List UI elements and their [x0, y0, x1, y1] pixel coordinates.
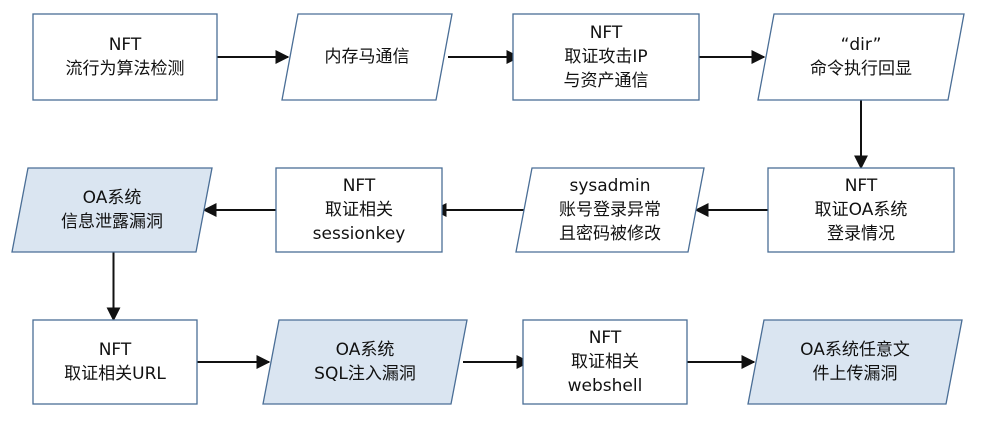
node-shape-nft-attack-ip — [512, 13, 700, 101]
node-shape-sysadmin-abnormal — [515, 167, 705, 253]
node-shape-nft-oa-login — [767, 167, 955, 253]
node-shape-nft-url — [32, 319, 198, 405]
node-shape-memshell-comm — [281, 13, 453, 101]
node-shape-dir-cmd-echo — [757, 13, 965, 101]
node-shape-nft-traffic-detect — [32, 13, 218, 101]
node-shape-oa-sql-injection — [262, 319, 468, 405]
node-shape-nft-sessionkey — [275, 167, 443, 253]
node-shape-oa-info-leak — [11, 167, 213, 253]
node-shape-oa-file-upload — [747, 319, 963, 405]
node-shape-nft-webshell — [522, 319, 688, 405]
